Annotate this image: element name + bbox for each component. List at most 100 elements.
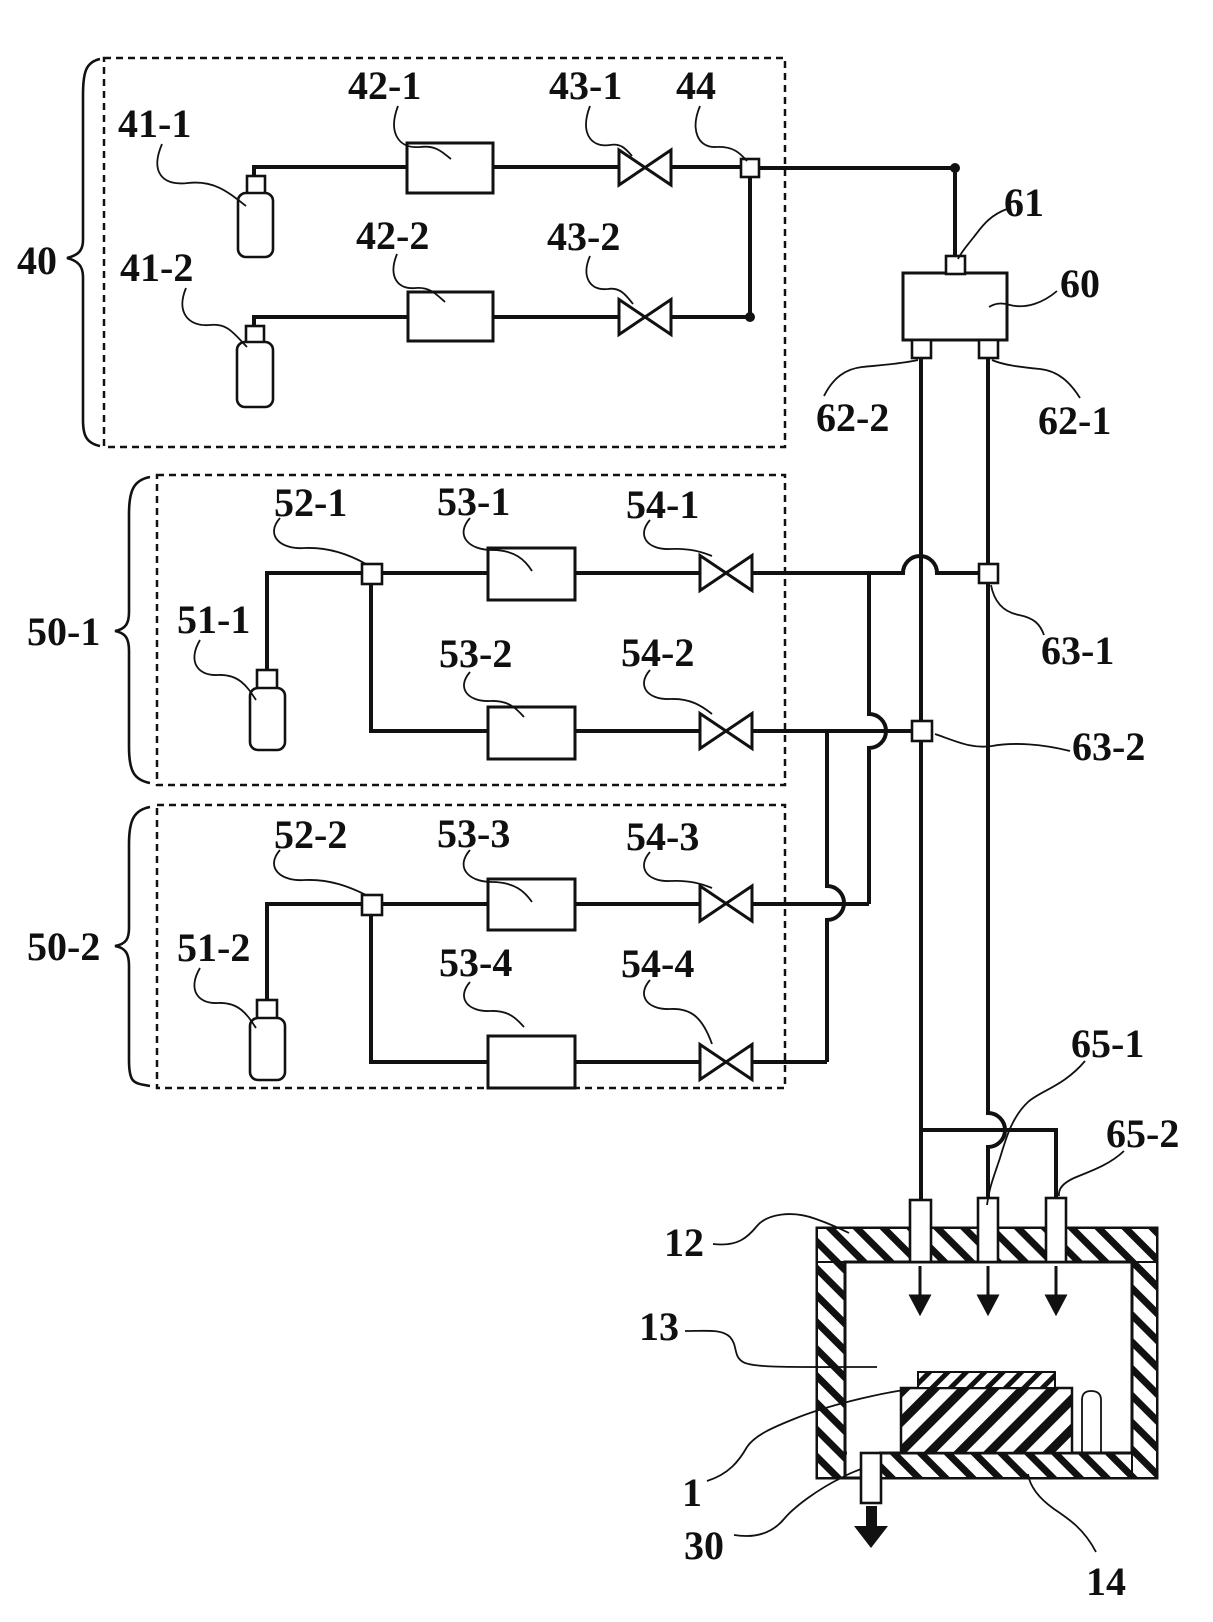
group-box-40-outline — [102, 56, 787, 449]
substrate-1 — [917, 1371, 1056, 1389]
chamber-left-wall — [816, 1261, 846, 1479]
label-group-50-1: 50-1 — [27, 609, 100, 654]
junction-52-2 — [360, 893, 384, 917]
label-52-2: 52-2 — [274, 812, 347, 857]
junction-52-1 — [360, 562, 384, 586]
brace-group-40 — [66, 57, 101, 448]
label-63-2: 63-2 — [1072, 724, 1145, 769]
port-62-2 — [910, 338, 933, 360]
label-53-1: 53-1 — [437, 479, 510, 524]
label-30: 30 — [684, 1523, 724, 1568]
pipe-junction52-1-to-mfc53-2 — [369, 585, 488, 733]
label-group-40: 40 — [17, 238, 57, 283]
pipe-bottle41-2-to-mfc42-2 — [252, 315, 408, 328]
exhaust-tube-30 — [859, 1451, 883, 1505]
valve-54-1 — [698, 552, 754, 594]
leader-53-1 — [462, 517, 533, 572]
leader-1 — [706, 1389, 905, 1482]
leader-53-2 — [463, 671, 525, 718]
leader-44 — [694, 105, 748, 162]
label-65-2: 65-2 — [1106, 1111, 1179, 1156]
leader-53-3 — [462, 849, 533, 903]
pipe-branch-54-1-to-54-3 — [867, 573, 888, 904]
leader-63-2 — [934, 733, 1071, 752]
leader-54-4 — [643, 979, 713, 1045]
pipe-node-dot — [950, 163, 960, 173]
gas-bottle-51-1 — [248, 668, 287, 752]
leader-42-2 — [392, 253, 446, 303]
leader-53-4 — [463, 981, 525, 1028]
mfc-box-53-2 — [486, 705, 577, 761]
chamber-bottom-wall — [879, 1452, 1133, 1479]
gas-bottle-41-2 — [235, 324, 275, 409]
mfc-box-53-3 — [486, 877, 577, 932]
process-chamber-12 — [815, 1196, 1159, 1548]
leader-52-1 — [273, 517, 367, 565]
label-61: 61 — [1004, 180, 1044, 225]
label-42-2: 42-2 — [356, 213, 429, 258]
gas-bottle-51-2 — [248, 998, 287, 1082]
leader-54-2 — [643, 669, 713, 715]
leader-52-2 — [273, 849, 367, 896]
label-group-50-2: 50-2 — [27, 924, 100, 969]
stage-block-14 — [899, 1386, 1074, 1455]
leader-60 — [988, 290, 1058, 308]
valve-43-1 — [617, 147, 673, 188]
label-53-2: 53-2 — [439, 631, 512, 676]
leader-12 — [712, 1213, 850, 1246]
leader-30 — [733, 1468, 862, 1537]
pipe-bottle51-1-to-junction52-1 — [265, 571, 362, 672]
mfc-box-42-1 — [405, 141, 495, 195]
label-60: 60 — [1060, 261, 1100, 306]
leader-65-2 — [1058, 1150, 1125, 1197]
leader-62-1 — [991, 359, 1081, 399]
label-41-1: 41-1 — [118, 101, 191, 146]
valve-54-3 — [698, 883, 754, 924]
valve-43-2 — [617, 296, 673, 338]
label-53-4: 53-4 — [439, 940, 512, 985]
leader-63-1 — [990, 584, 1045, 636]
chamber-inlet-port-left — [908, 1198, 933, 1264]
label-53-3: 53-3 — [437, 811, 510, 856]
junction-63-1 — [977, 562, 1000, 585]
label-43-1: 43-1 — [549, 63, 622, 108]
brace-group-50-2 — [114, 805, 151, 1088]
leader-13 — [684, 1329, 878, 1368]
leader-41-2 — [181, 287, 248, 348]
port-62-1 — [977, 338, 1000, 360]
chamber-inlet-port-65-1 — [976, 1196, 1000, 1264]
mfc-box-42-2 — [406, 290, 495, 343]
leader-43-1 — [585, 105, 633, 157]
exhaust-arrow-icon — [854, 1506, 888, 1548]
pipe-node-dot — [745, 312, 755, 322]
leader-14 — [1027, 1473, 1097, 1553]
mfc-box-53-4 — [486, 1034, 577, 1090]
gas-flow-arrows — [908, 1266, 1068, 1317]
label-54-1: 54-1 — [626, 482, 699, 527]
leader-51-2 — [193, 967, 257, 1029]
label-54-4: 54-4 — [621, 941, 694, 986]
leader-54-1 — [643, 519, 713, 557]
label-62-1: 62-1 — [1038, 398, 1111, 443]
group-box-50-2-outline — [155, 803, 787, 1090]
valve-54-4 — [698, 1041, 754, 1083]
label-42-1: 42-1 — [348, 63, 421, 108]
label-41-2: 41-2 — [120, 245, 193, 290]
port-61 — [944, 254, 967, 276]
label-13: 13 — [639, 1304, 679, 1349]
label-14: 14 — [1086, 1559, 1126, 1604]
valve-54-2 — [698, 710, 754, 752]
leader-43-2 — [585, 255, 634, 305]
pipe-branch-54-2-to-54-4 — [825, 731, 846, 1062]
junction-63-2 — [910, 719, 934, 743]
leader-42-1 — [393, 105, 452, 160]
label-51-1: 51-1 — [177, 597, 250, 642]
chamber-inlet-port-65-2 — [1044, 1196, 1068, 1264]
leader-65-1 — [986, 1060, 1086, 1206]
stage-side-detail — [1081, 1390, 1102, 1453]
brace-group-50-1 — [114, 475, 151, 785]
pipe-bottle51-2-to-junction52-2 — [265, 902, 362, 1002]
leader-51-1 — [193, 639, 257, 701]
